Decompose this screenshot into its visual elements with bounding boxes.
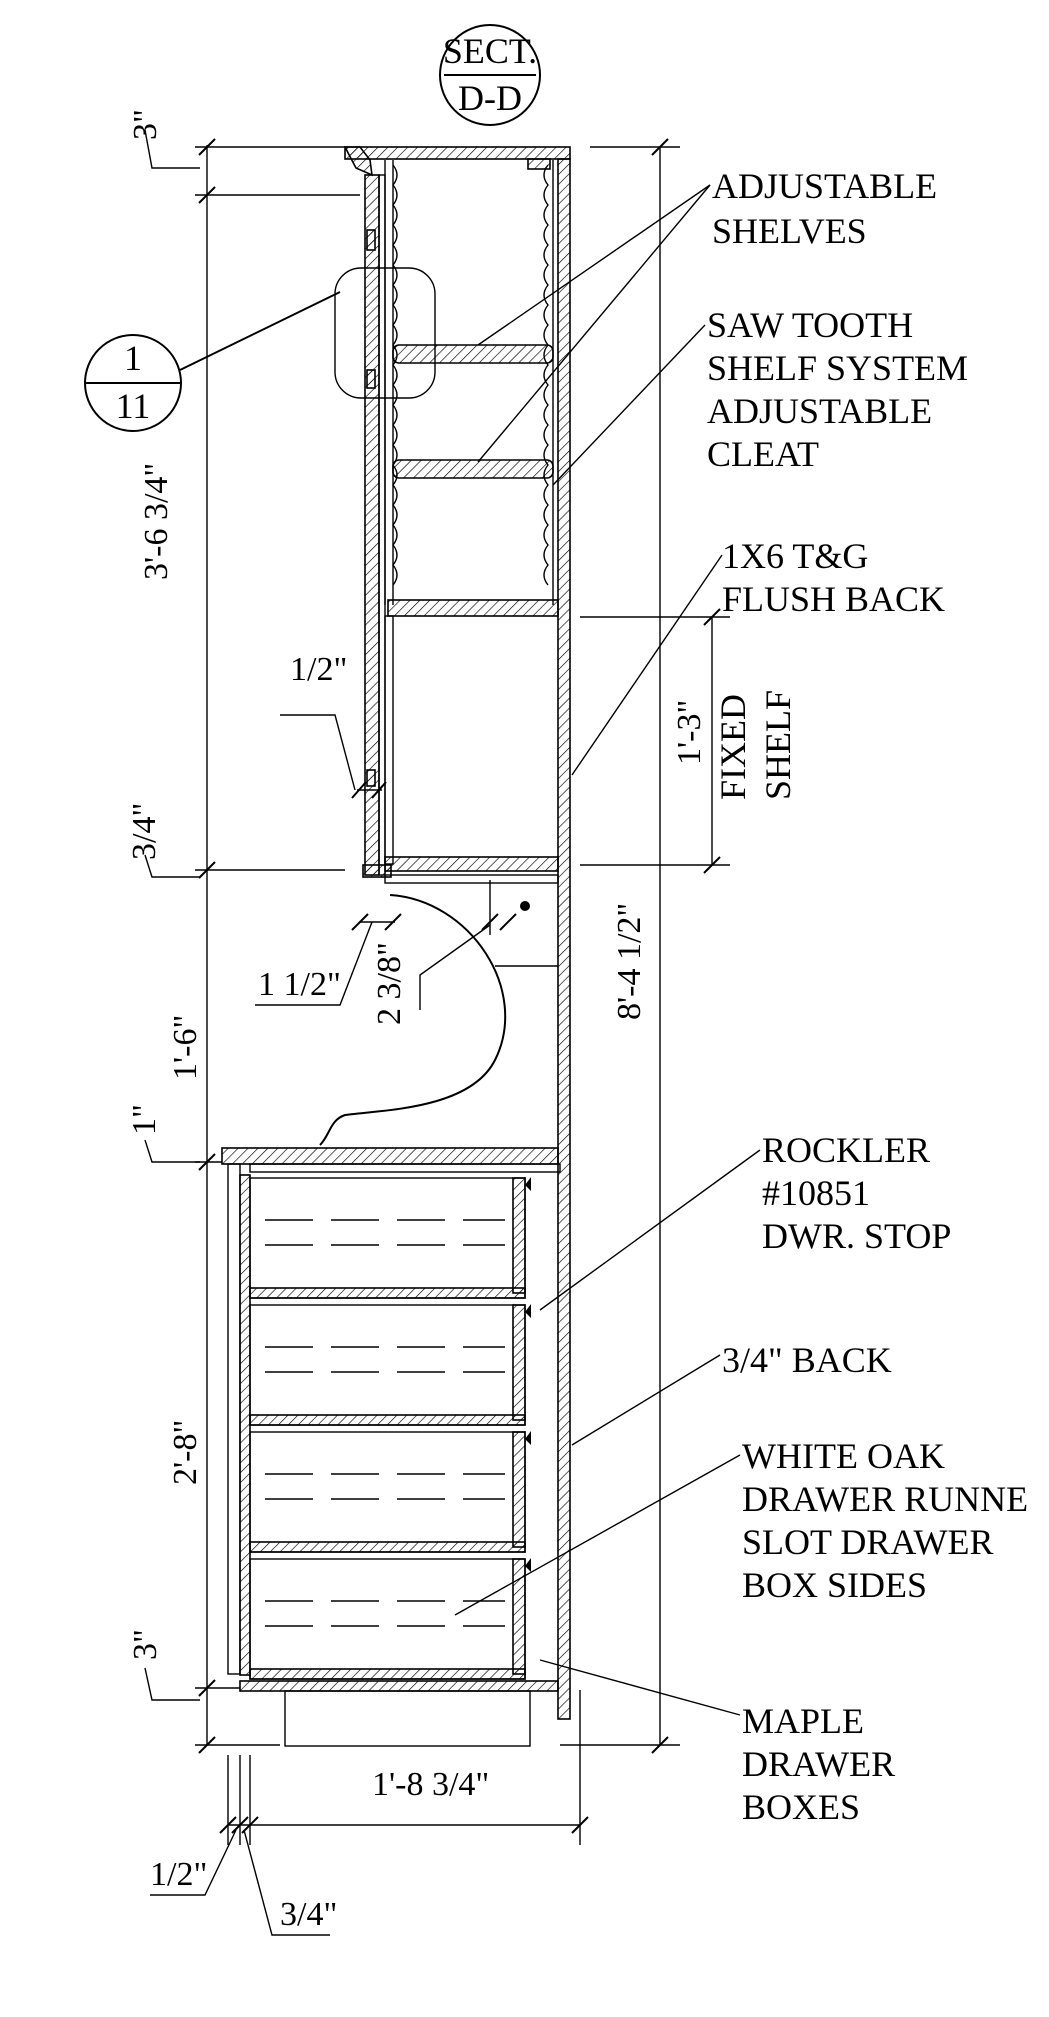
label-adjustable-shelves: ADJUSTABLE SHELVES: [712, 166, 946, 251]
detail-tag-bottom: 11: [116, 386, 151, 426]
detail-tag-top: 1: [124, 338, 142, 378]
dim-opening: 1'-6": [167, 1015, 204, 1080]
label-fixed-line1: FIXED: [713, 694, 753, 800]
label-back: 3/4" BACK: [722, 1340, 892, 1380]
drawer-4: [249, 1558, 526, 1680]
section-tag: SECT. D-D: [439, 24, 541, 126]
section-tag-top: SECT.: [443, 31, 537, 71]
label-maple: MAPLE DRAWER BOXES: [742, 1701, 904, 1827]
dim-top-3in: 3": [127, 109, 164, 140]
dim-one-and-half: 1 1/2": [258, 966, 341, 1003]
dim-overall-height: 8'-4 1/2": [611, 903, 648, 1020]
label-rockler: ROCKLER #10851 DWR. STOP: [762, 1130, 951, 1256]
dimension-text: 3" 3'-6 3/4" 1/2" 3/4" 1'-3" 1 1/2" 2 3/…: [126, 109, 708, 1933]
dim-lower-height: 2'-8": [167, 1420, 204, 1485]
upper-cabinet: [343, 146, 571, 1720]
drawer-2: [249, 1304, 526, 1426]
dim-one-inch: 1": [126, 1104, 163, 1135]
drawer-3: [249, 1431, 526, 1553]
dim-three-quarter: 3/4": [126, 803, 163, 860]
adjustable-shelf-2: [392, 459, 554, 479]
dimension-lines: [144, 129, 730, 1936]
open-niche: [319, 894, 558, 1146]
dim-half-inch: 1/2": [290, 651, 347, 688]
drawer-1: [249, 1177, 526, 1299]
fixed-shelf: [387, 599, 559, 617]
dim-upper-height: 3'-6 3/4": [138, 463, 175, 580]
dim-two-and-3-8: 2 3/8": [371, 942, 408, 1025]
detail-tag: 1 11: [84, 267, 436, 432]
dim-fixed-shelf-height: 1'-3": [671, 700, 708, 765]
callout-leaders: [454, 184, 761, 1716]
dim-base-3in: 3": [127, 1629, 164, 1660]
dim-depth: 1'-8 3/4": [372, 1766, 489, 1803]
label-runners: WHITE OAK DRAWER RUNNE SLOT DRAWER BOX S…: [742, 1436, 1037, 1605]
section-tag-bottom: D-D: [458, 78, 522, 118]
label-flush-back: 1X6 T&G FLUSH BACK: [722, 536, 945, 619]
label-saw-tooth: SAW TOOTH SHELF SYSTEM ADJUSTABLE CLEAT: [707, 305, 977, 474]
dim-half-bottom: 1/2": [150, 1856, 207, 1893]
adjustable-shelf-1: [392, 344, 554, 364]
flush-back-panel: [557, 158, 571, 1720]
callout-labels: ADJUSTABLE SHELVES SAW TOOTH SHELF SYSTE…: [707, 166, 1037, 1827]
label-fixed-line2: SHELF: [758, 690, 798, 800]
lower-cabinet: [221, 1147, 561, 1747]
dim-three-quarter-bottom: 3/4": [280, 1896, 337, 1933]
